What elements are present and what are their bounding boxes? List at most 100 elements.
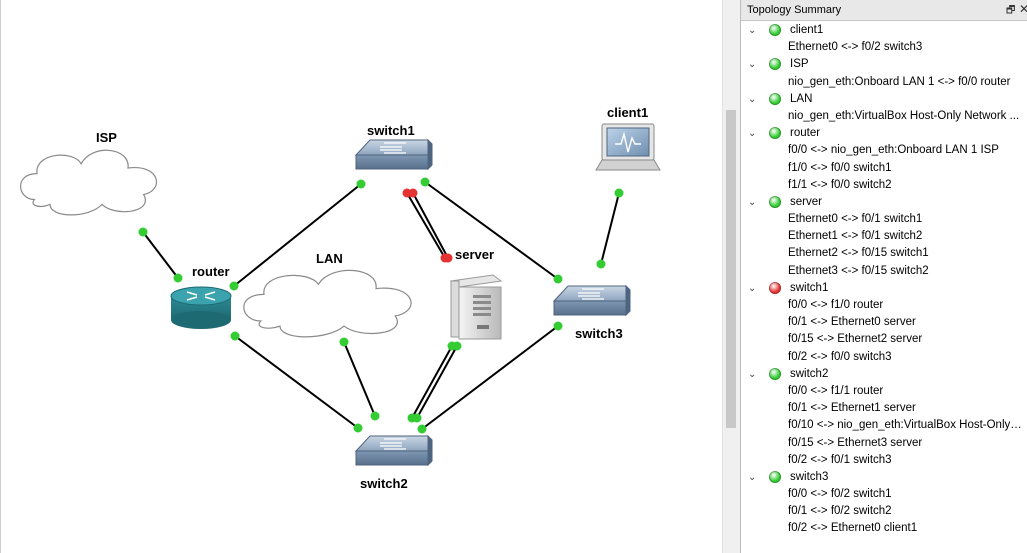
link-description: f0/2 <-> f0/1 switch3 (788, 453, 892, 466)
link-router-switch1[interactable] (233, 183, 362, 287)
chevron-down-icon[interactable]: ⌄ (748, 282, 757, 294)
tree-node-label: ISP (790, 58, 809, 71)
tree-node-switch1[interactable]: ⌄ switch1 (741, 280, 1027, 297)
link-description: f0/2 <-> Ethernet0 client1 (788, 522, 918, 535)
tree-link-item[interactable]: f0/0 <-> f1/1 router (741, 383, 1027, 400)
chevron-down-icon[interactable]: ⌄ (748, 59, 757, 71)
node-label-switch3: switch3 (575, 326, 623, 341)
node-switch3[interactable] (552, 284, 631, 317)
link-switch2-switch3[interactable] (421, 325, 559, 430)
tree-link-item[interactable]: f0/1 <-> Ethernet1 server (741, 400, 1027, 417)
link-description: f1/1 <-> f0/0 switch2 (788, 178, 892, 191)
status-up-icon (769, 470, 781, 483)
link-description: f0/1 <-> f0/2 switch2 (788, 505, 892, 518)
tree-link-item[interactable]: Ethernet3 <-> f0/15 switch2 (741, 263, 1027, 280)
tree-node-client1[interactable]: ⌄ client1 (741, 22, 1027, 39)
chevron-down-icon[interactable]: ⌄ (748, 368, 757, 380)
tree-link-item[interactable]: f1/0 <-> f0/0 switch1 (741, 160, 1027, 177)
switch-icon (354, 138, 433, 171)
links-layer (142, 181, 620, 430)
tree-node-switch2[interactable]: ⌄ switch2 (741, 366, 1027, 383)
link-description: f0/1 <-> Ethernet1 server (788, 402, 916, 415)
node-lan[interactable] (243, 269, 412, 338)
scrollbar-thumb[interactable] (726, 110, 736, 428)
chevron-down-icon[interactable]: ⌄ (748, 93, 757, 105)
tree-node-label: switch1 (790, 281, 829, 294)
link-switch3-client1[interactable] (600, 192, 620, 265)
port-status-up-router-switch2-1 (353, 423, 363, 433)
link-switch1-server[interactable] (412, 192, 449, 259)
chevron-down-icon[interactable]: ⌄ (748, 196, 757, 208)
node-switch1[interactable] (354, 138, 433, 171)
port-status-up-isp-router-0 (138, 227, 148, 237)
node-label-client1: client1 (607, 105, 649, 120)
link-server-switch2[interactable] (411, 345, 453, 419)
port-status-up-switch1-switch3-1 (553, 274, 563, 284)
link-description: f0/0 <-> nio_gen_eth:Onboard LAN 1 ISP (788, 144, 999, 157)
node-label-switch2: switch2 (360, 476, 408, 491)
topology-drawing[interactable] (1, 0, 723, 553)
tree-node-label: switch2 (790, 367, 829, 380)
link-description: Ethernet0 <-> f0/2 switch3 (788, 41, 923, 54)
tree-node-label: switch3 (790, 470, 829, 483)
chevron-down-icon[interactable]: ⌄ (748, 471, 757, 483)
tree-link-item[interactable]: f0/0 <-> f0/2 switch1 (741, 486, 1027, 503)
link-description: Ethernet0 <-> f0/1 switch1 (788, 213, 923, 226)
tree-link-item[interactable]: Ethernet0 <-> f0/1 switch1 (741, 211, 1027, 228)
node-router[interactable] (170, 286, 232, 329)
node-label-switch1: switch1 (367, 123, 415, 138)
tree-node-isp[interactable]: ⌄ ISP (741, 56, 1027, 73)
link-description: f1/0 <-> f0/0 switch1 (788, 161, 892, 174)
tree-link-item[interactable]: f0/1 <-> f0/2 switch2 (741, 503, 1027, 520)
tree-node-label: router (790, 127, 821, 140)
vertical-scrollbar[interactable] (722, 0, 740, 553)
tree-link-item[interactable]: f0/0 <-> f1/0 router (741, 297, 1027, 314)
router-icon (170, 286, 232, 329)
cloud-icon (243, 269, 412, 338)
node-client1[interactable] (595, 123, 661, 171)
tree-link-item[interactable]: f0/2 <-> Ethernet0 client1 (741, 520, 1027, 537)
tree-link-item[interactable]: f0/1 <-> Ethernet0 server (741, 314, 1027, 331)
tree-node-router[interactable]: ⌄ router (741, 125, 1027, 142)
status-up-icon (769, 127, 781, 140)
port-status-up-lan-switch2-1 (370, 411, 380, 421)
node-switch2[interactable] (354, 434, 433, 467)
tree-link-item[interactable]: f0/15 <-> Ethernet3 server (741, 435, 1027, 452)
chevron-down-icon[interactable]: ⌄ (748, 25, 757, 36)
link-isp-router[interactable] (142, 231, 179, 279)
close-icon[interactable]: ✕ (1019, 2, 1027, 16)
tree-node-switch3[interactable]: ⌄ switch3 (741, 469, 1027, 486)
tree-link-item[interactable]: Ethernet0 <-> f0/2 switch3 (741, 39, 1027, 56)
tree-node-label: client1 (790, 24, 824, 36)
link-router-switch2[interactable] (234, 335, 359, 429)
tree-link-item[interactable]: Ethernet1 <-> f0/1 switch2 (741, 228, 1027, 245)
tree-link-item[interactable]: nio_gen_eth:VirtualBox Host-Only Network… (741, 108, 1027, 125)
node-isp[interactable] (20, 149, 157, 216)
link-lan-switch2[interactable] (343, 341, 376, 417)
port-status-up-isp-router-1 (173, 273, 183, 283)
chevron-down-icon[interactable]: ⌄ (748, 128, 757, 140)
tree-link-item[interactable]: f0/2 <-> f0/1 switch3 (741, 452, 1027, 469)
tree-link-item[interactable]: f0/2 <-> f0/0 switch3 (741, 349, 1027, 366)
float-icon[interactable]: 🗗 (1006, 5, 1016, 16)
tree-link-item[interactable]: f1/1 <-> f0/0 switch2 (741, 177, 1027, 194)
tree-link-item[interactable]: f0/15 <-> Ethernet2 server (741, 331, 1027, 348)
switch-icon (354, 434, 433, 467)
tree-link-item[interactable]: f0/10 <-> nio_gen_eth:VirtualBox Host-On… (741, 417, 1027, 434)
tree-node-server[interactable]: ⌄server (741, 194, 1027, 211)
tree-link-item[interactable]: f0/0 <-> nio_gen_eth:Onboard LAN 1 ISP (741, 142, 1027, 159)
panel-title-bar: Topology Summary 🗗 ✕ (741, 0, 1027, 21)
port-status-down-switch1-server-1 (443, 253, 453, 263)
tree-link-item[interactable]: Ethernet2 <-> f0/15 switch1 (741, 245, 1027, 262)
tree-node-lan[interactable]: ⌄LAN (741, 91, 1027, 108)
link-switch1-server[interactable] (406, 192, 446, 259)
link-description: f0/1 <-> Ethernet0 server (788, 316, 916, 329)
link-switch1-switch3[interactable] (424, 181, 559, 280)
port-status-up-switch2-switch3-0 (553, 321, 563, 331)
node-server[interactable] (449, 274, 503, 340)
link-server-switch2[interactable] (416, 345, 458, 419)
tree-link-item[interactable]: nio_gen_eth:Onboard LAN 1 <-> f0/0 route… (741, 74, 1027, 91)
